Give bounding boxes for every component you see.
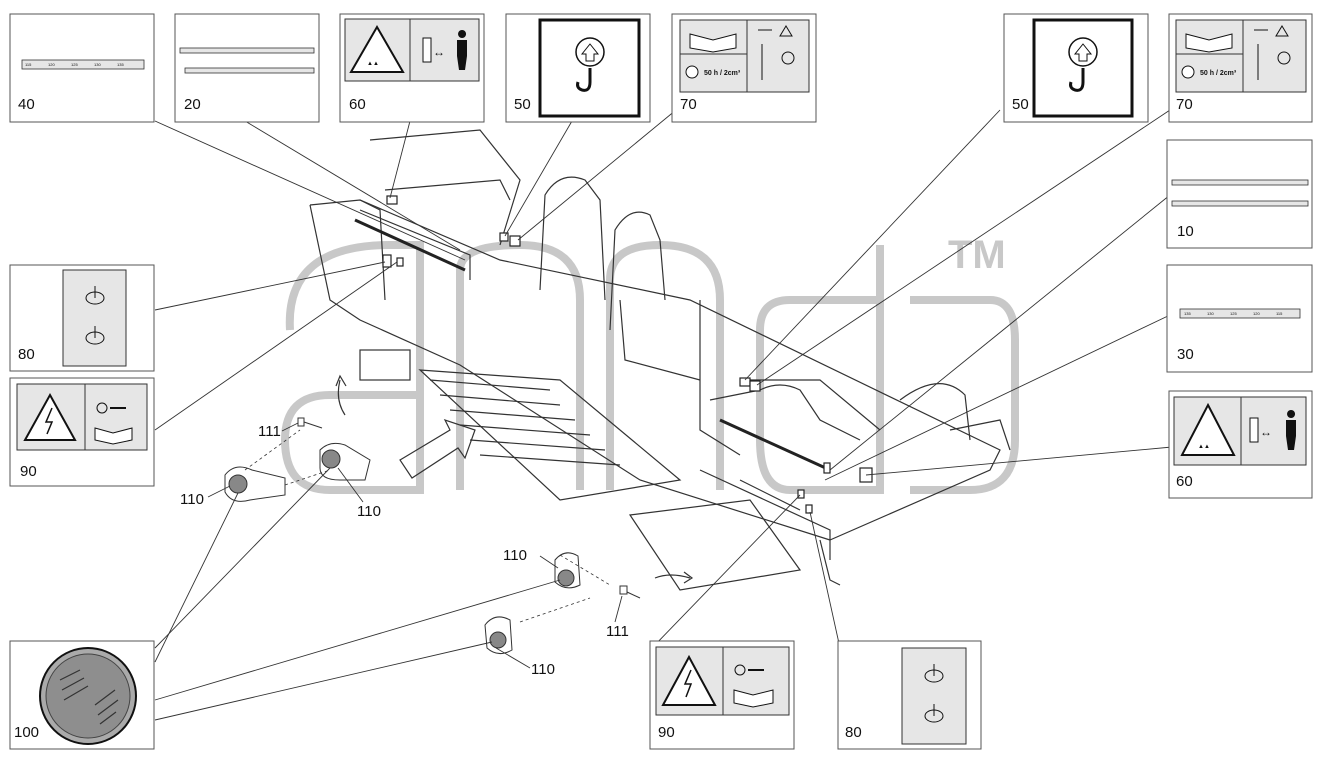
lift-arrow-icon	[575, 37, 605, 67]
callout-30-scale-decal[interactable]: 135 130 125 120 115 30	[1166, 264, 1313, 373]
machine-part-icon	[422, 37, 432, 63]
callout-70-lubrication-decal[interactable]: 50 h / 2cm³ 70	[671, 13, 817, 123]
distance-arrow-icon: ↔	[1260, 425, 1272, 439]
warning-icon	[779, 25, 793, 37]
callout-number: 80	[845, 724, 862, 741]
scale-label: 125	[71, 62, 78, 67]
rotate-icon	[1277, 51, 1291, 65]
part-label-111: 111	[606, 623, 629, 640]
manual-book-icon	[733, 689, 774, 708]
callout-number: 90	[20, 463, 37, 480]
part-label-110: 110	[180, 491, 204, 508]
callout-60-crush-warning-decal-right[interactable]: ▲▲ ↔ 60	[1168, 390, 1313, 499]
lube-interval: 50 h / 2cm³	[704, 70, 741, 77]
callout-80-rotation-decal[interactable]: 80	[9, 264, 155, 372]
callout-10-stripe-decal[interactable]: 10	[1166, 139, 1313, 249]
part-label-110: 110	[531, 661, 555, 678]
paver-machine	[309, 129, 1011, 591]
crush-hazard-icon: ▲▲	[1198, 444, 1210, 450]
callout-number: 70	[680, 96, 697, 113]
manual-book-icon	[1185, 33, 1233, 53]
callout-80-rotation-decal-bottom[interactable]: 80	[837, 640, 982, 750]
callout-100-reflector[interactable]: 100	[9, 640, 155, 750]
warning-triangle-icon	[349, 25, 405, 73]
warning-triangle-icon	[1180, 402, 1236, 456]
scale-label: 135	[117, 62, 124, 67]
callout-20-stripe-decal[interactable]: 20	[174, 13, 320, 123]
key-switch-icon	[96, 402, 108, 414]
trademark-mark: TM	[948, 233, 1006, 277]
electrical-hazard-icon	[23, 392, 77, 441]
callout-number: 100	[14, 724, 39, 741]
callout-number: 40	[18, 96, 35, 113]
lift-arrow-icon	[1068, 37, 1098, 67]
distance-arrow-icon: ↔	[433, 45, 445, 59]
leader-lines	[154, 109, 1173, 721]
callout-number: 20	[184, 96, 201, 113]
grease-gun-icon	[1254, 29, 1268, 80]
callout-number: 60	[349, 96, 366, 113]
callout-number: 10	[1177, 223, 1194, 240]
scale-label: 115	[25, 62, 32, 67]
scale-label: 115	[1276, 311, 1283, 316]
scale-label: 130	[94, 62, 101, 67]
callout-50-lifting-point-decal-right[interactable]: 50	[1003, 13, 1149, 123]
scale-label: 135	[1184, 311, 1191, 316]
callout-number: 30	[1177, 346, 1194, 363]
rotate-icon	[781, 51, 795, 65]
part-label-111: 111	[258, 423, 281, 440]
manual-book-icon	[94, 427, 133, 445]
callout-number: 60	[1176, 473, 1193, 490]
part-label-110: 110	[503, 547, 527, 564]
callout-90-electrical-warning-decal[interactable]: 90	[9, 377, 155, 487]
callout-60-crush-warning-decal[interactable]: ▲▲ ↔ 60	[339, 13, 485, 123]
machine-part-icon	[1249, 417, 1259, 443]
callout-50-lifting-point-decal[interactable]: 50	[505, 13, 651, 123]
scale-label: 120	[48, 62, 55, 67]
person-icon	[457, 30, 467, 70]
callout-number: 50	[514, 96, 531, 113]
warning-icon	[1275, 25, 1289, 37]
grease-gun-icon	[758, 29, 772, 80]
callout-number: 50	[1012, 96, 1029, 113]
scale-label: 130	[1207, 311, 1214, 316]
callout-number: 90	[658, 724, 675, 741]
clock-icon	[685, 65, 699, 79]
person-icon	[1286, 410, 1296, 450]
callout-90-electrical-warning-decal-bottom[interactable]: 90	[649, 640, 795, 750]
part-label-110: 110	[357, 503, 381, 520]
key-switch-icon	[734, 664, 746, 676]
callout-number: 80	[18, 346, 35, 363]
callout-number: 70	[1176, 96, 1193, 113]
watermark-logo	[280, 240, 1019, 494]
dashed-assembly-lines	[244, 429, 611, 623]
crush-hazard-icon: ▲▲	[367, 61, 379, 67]
electrical-hazard-icon	[661, 654, 717, 706]
lube-interval: 50 h / 2cm³	[1200, 70, 1237, 77]
manual-book-icon	[689, 33, 737, 53]
scale-label: 120	[1253, 311, 1260, 316]
hook-icon	[1069, 68, 1085, 92]
callout-40-scale-decal[interactable]: 115 120 125 130 135 40	[9, 13, 155, 123]
clock-icon	[1181, 65, 1195, 79]
callout-70-lubrication-decal-right[interactable]: 50 h / 2cm³ 70	[1168, 13, 1313, 123]
hook-icon	[576, 68, 592, 92]
scale-label: 125	[1230, 311, 1237, 316]
